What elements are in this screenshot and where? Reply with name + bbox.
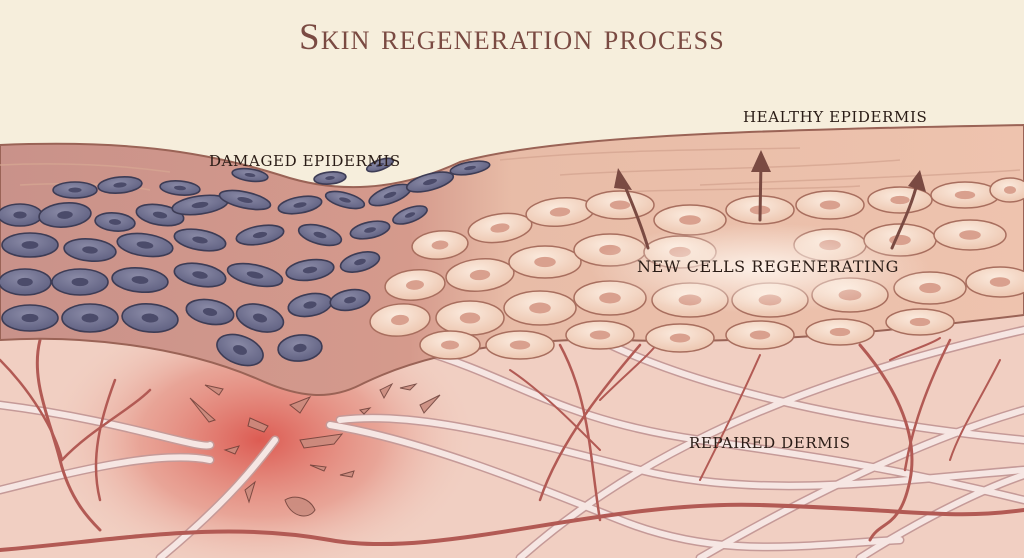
damaged-cell	[449, 160, 491, 176]
damaged-cell	[61, 303, 119, 333]
damaged-cell	[405, 171, 455, 193]
damaged-cell	[277, 195, 323, 215]
damaged-cell	[111, 266, 169, 294]
damaged-cell	[159, 180, 201, 196]
damaged-cell	[226, 262, 284, 288]
healthy-cell	[885, 308, 955, 336]
healthy-cell	[933, 219, 1007, 251]
healthy-cell	[485, 330, 555, 360]
arrowhead-right-icon	[908, 170, 926, 192]
damaged-cell	[1, 304, 59, 332]
healthy-cell	[565, 320, 635, 350]
damaged-cell	[235, 303, 285, 333]
damaged-cell	[218, 189, 272, 211]
label-damaged-epidermis: DAMAGED EPIDERMIS	[209, 152, 401, 170]
damaged-cell	[216, 333, 264, 367]
damaged-cell	[173, 228, 227, 252]
damaged-cell	[173, 262, 227, 288]
healthy-cell	[989, 177, 1024, 203]
healthy-cell	[965, 266, 1024, 298]
damaged-cell	[0, 203, 43, 227]
damaged-cell	[121, 303, 179, 333]
healthy-cell	[435, 300, 505, 336]
damaged-cells	[0, 157, 491, 367]
healthy-cell	[384, 269, 446, 301]
damaged-cell	[277, 334, 323, 362]
label-new-cells-regenerating: NEW CELLS REGENERATING	[637, 257, 899, 276]
damaged-cell	[313, 171, 347, 185]
healthy-cell	[805, 318, 875, 346]
healthy-cell	[369, 303, 431, 337]
damaged-cell	[51, 268, 109, 296]
arrowheads	[614, 150, 926, 192]
damaged-cell	[285, 258, 335, 282]
healthy-cell	[585, 190, 655, 220]
healthy-cell	[508, 245, 582, 279]
healthy-cell	[445, 258, 515, 292]
regeneration-glow	[590, 223, 930, 313]
collagen-fibers	[0, 325, 1024, 558]
damaged-cell	[365, 157, 395, 173]
damaged-cell	[349, 220, 391, 240]
damaged-cell	[185, 298, 235, 326]
diagram-title: Skin regeneration process	[299, 17, 725, 58]
healthy-cell	[503, 290, 577, 326]
damaged-cell	[231, 167, 269, 183]
damaged-cell	[116, 232, 174, 258]
damaged-cell	[52, 181, 98, 199]
damaged-cell	[1, 232, 59, 258]
healthy-cell	[725, 320, 795, 350]
blood-vessels	[0, 337, 1024, 552]
healthy-cell	[795, 190, 865, 220]
damaged-cell	[97, 176, 143, 194]
arrowhead-left-icon	[614, 168, 632, 190]
damaged-cell	[297, 223, 343, 247]
collagen-fragments	[189, 382, 441, 517]
arrowhead-center-icon	[751, 150, 771, 172]
healthy-cell	[867, 186, 933, 214]
damaged-cell	[63, 238, 117, 262]
damaged-cell	[392, 205, 428, 225]
damaged-cell	[38, 202, 92, 228]
healthy-cell	[930, 181, 1000, 209]
damaged-cell	[324, 190, 366, 210]
healthy-cell	[467, 212, 533, 244]
healthy-cell	[419, 330, 481, 360]
damaged-cell	[329, 288, 371, 312]
label-healthy-epidermis: HEALTHY EPIDERMIS	[743, 108, 928, 126]
damaged-cell	[0, 268, 52, 296]
damaged-cell	[235, 224, 285, 246]
label-repaired-dermis: REPAIRED DERMIS	[689, 434, 851, 452]
healthy-cell	[411, 230, 469, 260]
damaged-cell	[339, 251, 381, 273]
damaged-cell	[94, 212, 136, 232]
healthy-cell	[645, 323, 715, 353]
